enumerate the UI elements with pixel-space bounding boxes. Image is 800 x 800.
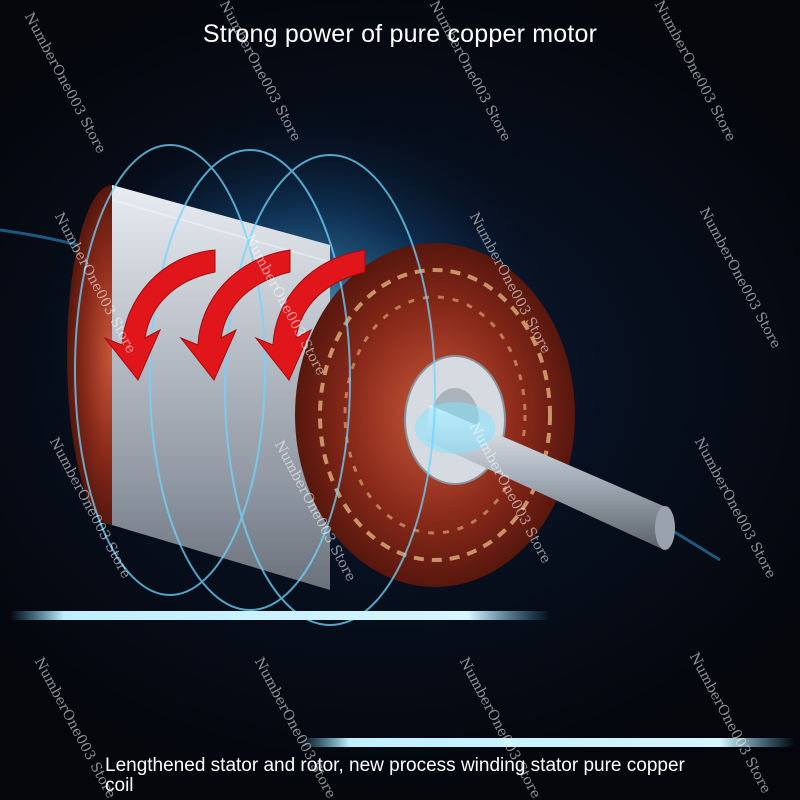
stator-seam: [111, 199, 331, 263]
caption: Lengthened stator and rotor, new process…: [105, 755, 685, 796]
shaft-end: [655, 506, 675, 550]
winding-ring-inner: [343, 295, 527, 535]
winding-ring: [318, 268, 552, 562]
light-beam-upper: [10, 611, 550, 620]
light-beam-lower: [300, 738, 795, 747]
headline: Strong power of pure copper motor: [202, 20, 598, 48]
magnetic-field-lines: [74, 144, 436, 626]
rotation-arrows: [103, 249, 366, 381]
